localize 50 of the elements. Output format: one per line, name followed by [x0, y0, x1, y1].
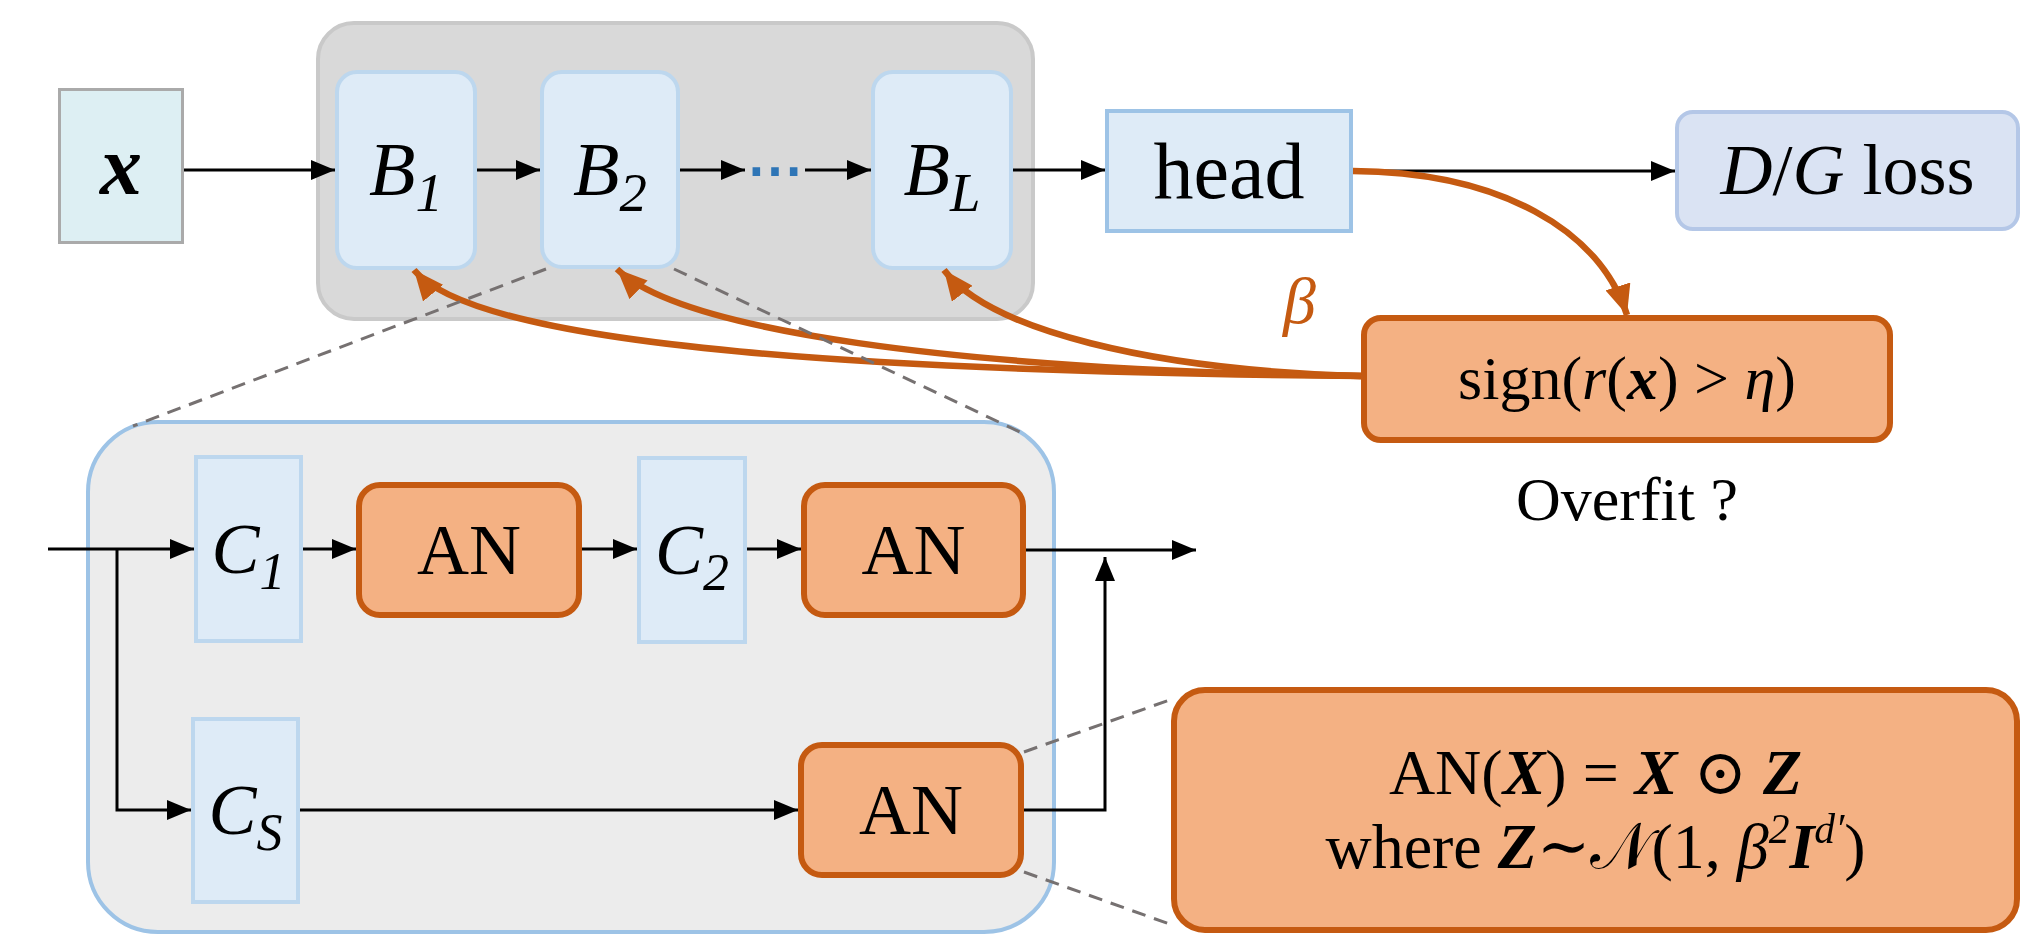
- loss-box: [1675, 110, 2020, 231]
- arrow: [1026, 540, 1196, 560]
- arrow: [1024, 557, 1115, 812]
- box-label: AN: [859, 768, 963, 852]
- block-box: [871, 70, 1013, 270]
- arrow: [1352, 167, 1630, 317]
- noise-layer-box: [798, 742, 1024, 878]
- formula-line: where Z∼𝒩(1, β$^{2}$I$^{d′}$): [1325, 810, 1866, 884]
- box-label: C$_{1}$: [211, 507, 286, 591]
- noise-layer-box: [801, 482, 1026, 618]
- formula-box: [1171, 687, 2020, 933]
- box-label: C$_{S}$: [208, 769, 283, 852]
- conv-box: [637, 456, 747, 644]
- box-label: x: [100, 117, 142, 214]
- conv-box: [194, 455, 303, 643]
- arrow: [303, 539, 356, 559]
- box-label: B$_{L}$: [903, 126, 981, 214]
- input-box: [58, 88, 184, 244]
- residual-block-panel: [86, 420, 1056, 934]
- box-label: AN: [417, 508, 521, 592]
- ellipsis-text: ⋯: [747, 137, 803, 203]
- conv-box: [191, 717, 300, 904]
- box-label: B$_{1}$: [369, 126, 443, 214]
- box-label: sign(r(x) > η): [1458, 343, 1796, 415]
- block-stack-panel: [316, 21, 1035, 321]
- arrow: [747, 539, 801, 559]
- box-label: AN: [861, 508, 966, 592]
- block-box: [540, 70, 680, 269]
- arrow: [805, 160, 871, 180]
- arrow: [1013, 160, 1105, 180]
- zoom-line: [132, 267, 547, 428]
- arrow: [941, 267, 1362, 380]
- arrow: [300, 800, 798, 820]
- arrow: [115, 549, 191, 820]
- box-label: B$_{2}$: [573, 125, 647, 214]
- formula-line: AN(X) = X ⊙ Z: [1388, 736, 1803, 810]
- arrow: [184, 160, 335, 180]
- note-text: Overfit ?: [1516, 465, 1739, 534]
- condition-box: [1361, 315, 1893, 443]
- arrow: [680, 160, 745, 180]
- arrow: [48, 539, 194, 559]
- box-label: C$_{2}$: [655, 508, 729, 592]
- arrow: [477, 160, 540, 180]
- zoom-line: [673, 267, 1021, 434]
- arrow: [582, 539, 637, 559]
- block-box: [335, 70, 477, 270]
- noise-layer-box: [356, 482, 582, 618]
- box-label: head: [1153, 126, 1305, 217]
- box-label: D/G loss: [1720, 129, 1975, 212]
- head-box: [1105, 109, 1353, 233]
